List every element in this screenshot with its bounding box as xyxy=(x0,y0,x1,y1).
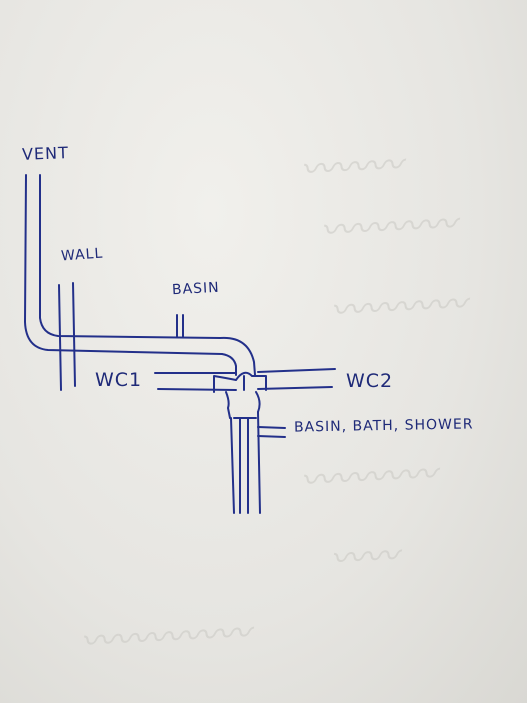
wc2-pipe-bottom xyxy=(257,386,333,390)
basin-bath-shower-label: BASIN, BATH, SHOWER xyxy=(293,416,474,436)
wc2-label: WC2 xyxy=(346,370,394,392)
wc2-pipe-top xyxy=(257,368,336,373)
wall-label: WALL xyxy=(60,245,104,265)
elbow-outer xyxy=(219,336,256,376)
wc1-label: WC1 xyxy=(95,369,143,391)
vent-label: VENT xyxy=(21,143,70,164)
wc1-pipe-bottom xyxy=(157,388,237,391)
junction-lower xyxy=(225,391,261,419)
wall-line-left xyxy=(58,284,62,391)
basin-label: BASIN xyxy=(171,279,221,299)
bath-branch-top xyxy=(257,426,286,429)
stack-right-outer xyxy=(257,411,261,514)
wall-line-right xyxy=(72,282,76,387)
elbow-inner xyxy=(221,353,237,376)
bath-branch-bottom xyxy=(257,435,286,438)
junction-fitting xyxy=(213,371,267,393)
vent-pipe-inner xyxy=(39,174,221,339)
vent-pipe-outer xyxy=(24,174,223,355)
stack-left-outer xyxy=(230,417,235,514)
